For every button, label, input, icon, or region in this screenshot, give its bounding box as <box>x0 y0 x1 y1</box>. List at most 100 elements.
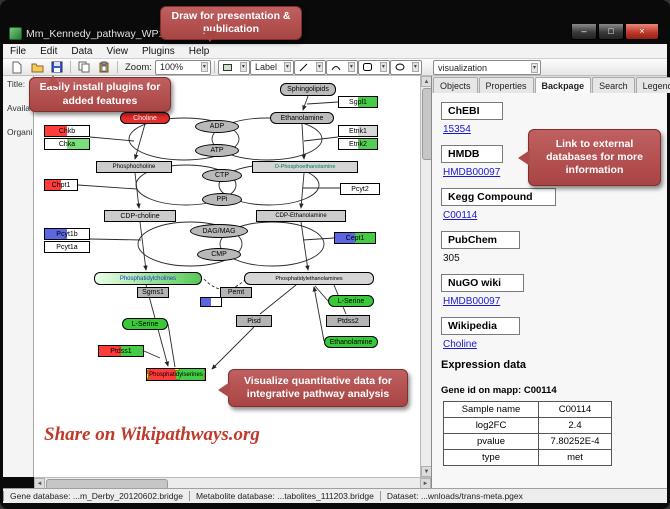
status-segment: Gene database: ...m_Derby_20120602.bridg… <box>3 491 189 501</box>
expression-data-title: Expression data <box>441 359 526 371</box>
selection-handle[interactable] <box>204 379 205 380</box>
zoom-combobox[interactable]: 100% ▾ <box>154 59 211 75</box>
expression-cell: pvalue <box>443 433 539 450</box>
pathway-node-phosphatidylcholines[interactable]: Phosphatidylcholines <box>94 272 202 285</box>
datanode-tool-button[interactable]: ▾ <box>217 59 250 75</box>
menu-file[interactable]: File <box>10 45 27 57</box>
menu-view[interactable]: View <box>106 45 128 57</box>
rect-shape-tool-button[interactable]: ▾ <box>357 59 390 75</box>
pathway-node-etnk1[interactable]: Etnk1 <box>338 125 378 137</box>
pathway-node-pcyt1a[interactable]: Pcyt1a <box>44 241 90 253</box>
db-header-wikipedia: Wikipedia <box>441 317 520 335</box>
callout-link-databases: Link to external databases for more info… <box>518 129 661 186</box>
selection-handle[interactable] <box>147 379 149 380</box>
pathway-node-etnk2[interactable]: Etnk2 <box>338 138 378 150</box>
pathway-node-phosphocholine[interactable]: Phosphocholine <box>96 161 172 173</box>
menu-help[interactable]: Help <box>188 45 210 57</box>
copy-button[interactable] <box>74 59 94 75</box>
pathway-node-pisd[interactable]: Pisd <box>236 315 272 327</box>
pathway-node-cdp-ethanolamine[interactable]: CDP-Ethanolamine <box>256 210 346 222</box>
pathway-node-adp[interactable]: ADP <box>195 120 239 133</box>
menu-edit[interactable]: Edit <box>40 45 58 57</box>
selection-handle[interactable] <box>204 372 205 379</box>
new-button[interactable] <box>7 59 27 75</box>
pathway-node-ethanolamine[interactable]: Ethanolamine <box>270 112 334 124</box>
pathway-node-ctp[interactable]: CTP <box>202 169 242 182</box>
pathway-node-l-serine[interactable]: L-Serine <box>122 318 168 330</box>
pathway-node-l-serine[interactable]: L-Serine <box>328 295 374 307</box>
selection-handle[interactable] <box>204 369 205 371</box>
ellipse-shape-tool-button[interactable]: ▾ <box>389 59 422 75</box>
status-bar: Gene database: ...m_Derby_20120602.bridg… <box>3 488 667 503</box>
app-icon <box>9 27 22 40</box>
pathway-node-dag-mag[interactable]: DAG/MAG <box>190 224 248 238</box>
attribute-label: Title: <box>7 79 26 89</box>
selection-handle[interactable] <box>174 369 180 371</box>
pathway-node-ptdss2[interactable]: Ptdss2 <box>326 315 370 327</box>
db-value-wikipedia[interactable]: Choline <box>443 339 477 350</box>
maximize-button[interactable]: □ <box>598 24 624 40</box>
expression-cell: 2.4 <box>538 417 612 434</box>
expression-cell: Sample name <box>443 401 539 418</box>
dropdown-arrow-icon: ▾ <box>530 62 538 73</box>
selection-handle[interactable] <box>174 379 180 380</box>
db-value-hmdb[interactable]: HMDB00097 <box>443 167 501 178</box>
tab-objects[interactable]: Objects <box>433 77 478 93</box>
selection-handle[interactable] <box>147 369 149 371</box>
pathway-node-pemt[interactable]: Pemt <box>220 287 252 298</box>
db-value-nugo-wiki[interactable]: HMDB00097 <box>443 296 501 307</box>
label-tool-button[interactable]: Label ▾ <box>249 59 294 75</box>
toolbar-separator <box>117 61 118 73</box>
rectangle-icon <box>362 63 372 71</box>
save-button[interactable] <box>47 59 67 75</box>
pathway-node-box[interactable] <box>200 297 222 307</box>
tab-search[interactable]: Search <box>592 77 635 93</box>
pathway-node-atp[interactable]: ATP <box>195 144 239 157</box>
pathway-node-o-phosphoethanolamine[interactable]: O-Phosphoethanolamine <box>252 161 358 173</box>
pathway-node-ethanolamine[interactable]: Ethanolamine <box>324 336 378 348</box>
visualization-combobox[interactable]: visualization ▾ <box>433 60 541 75</box>
menu-plugins[interactable]: Plugins <box>141 45 175 57</box>
pathway-node-chka[interactable]: Chka <box>44 138 90 150</box>
paste-button[interactable] <box>94 59 114 75</box>
arc-tool-button[interactable]: ▾ <box>325 59 358 75</box>
pathway-node-cmp[interactable]: CMP <box>197 248 241 261</box>
open-button[interactable] <box>27 59 47 75</box>
tab-backpage[interactable]: Backpage <box>534 77 592 93</box>
db-value-kegg-compound[interactable]: C00114 <box>443 210 478 221</box>
tab-legend[interactable]: Legend <box>635 77 670 93</box>
pathway-node-phosphatidylserines[interactable]: Phosphatidylserines <box>146 368 206 381</box>
pathway-node-phosphatidylethanolamines[interactable]: Phosphatidylethanolamines <box>244 272 374 285</box>
pathway-node-ptdss1[interactable]: Ptdss1 <box>98 345 144 357</box>
toolbar-separator <box>213 61 215 73</box>
pathway-node-sphingolipids[interactable]: Sphingolipids <box>280 83 336 96</box>
close-button[interactable]: × <box>625 24 659 40</box>
db-value-chebi[interactable]: 15354 <box>443 124 471 135</box>
line-tool-button[interactable]: ▾ <box>293 59 326 75</box>
pathway-node-ppi[interactable]: PPi <box>202 193 242 206</box>
menu-data[interactable]: Data <box>71 45 93 57</box>
datanode-icon <box>222 63 232 71</box>
pathway-node-sgms1[interactable]: Sgms1 <box>137 287 169 298</box>
attribute-label: Availa <box>7 103 30 113</box>
pathway-node-pcyt1b[interactable]: Pcyt1b <box>44 228 90 240</box>
zoom-label: Zoom: <box>125 61 152 73</box>
pathway-node-chkb[interactable]: Chkb <box>44 125 90 137</box>
dropdown-arrow-icon: ▾ <box>379 62 387 72</box>
attribute-label: Organi <box>7 127 33 137</box>
pathway-node-cdp-choline[interactable]: CDP-choline <box>104 210 176 222</box>
horizontal-scrollbar[interactable]: ◄ ► <box>34 477 431 490</box>
tab-properties[interactable]: Properties <box>478 77 534 93</box>
pathway-node-choline[interactable]: Choline <box>120 112 170 124</box>
paste-icon <box>99 61 109 73</box>
share-wikipathways-text: Share on Wikipathways.org <box>44 424 260 445</box>
pathway-node-cept1[interactable]: Cept1 <box>334 232 376 244</box>
pathway-node-chpt1[interactable]: Chpt1 <box>44 179 78 191</box>
pathway-node-pcyt2[interactable]: Pcyt2 <box>340 183 380 195</box>
minimize-button[interactable]: – <box>571 24 597 40</box>
selection-handle[interactable] <box>147 372 149 379</box>
pathway-node-sgpl1[interactable]: Sgpl1 <box>338 96 378 108</box>
